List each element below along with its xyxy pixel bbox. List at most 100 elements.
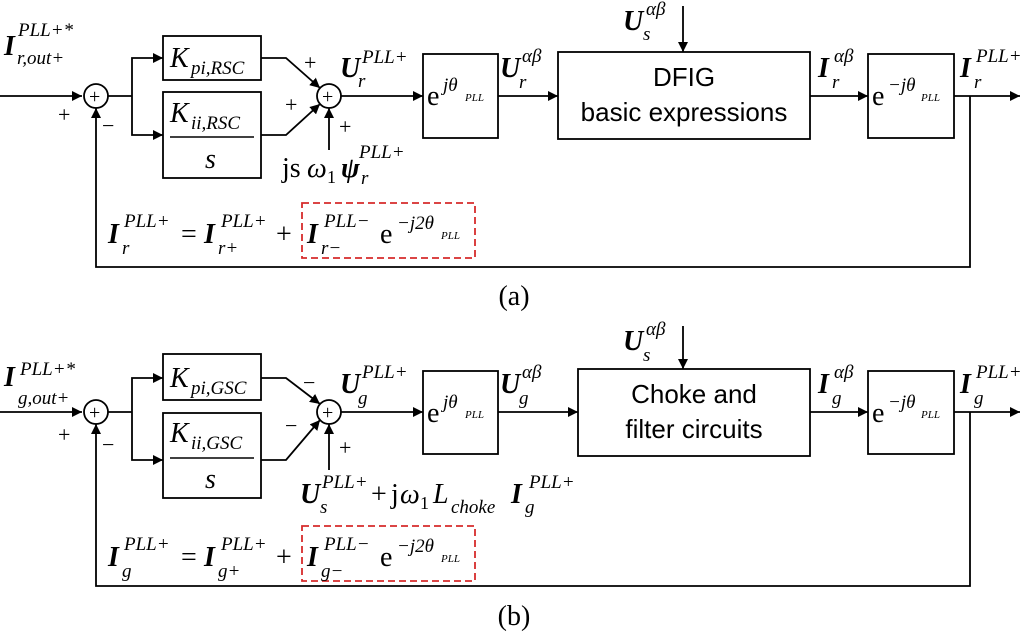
rot-neg-block bbox=[867, 370, 955, 455]
rot-neg-label: e −jθ PLL bbox=[872, 392, 940, 429]
svg-text:PLL+: PLL+ bbox=[975, 362, 1022, 383]
svg-text:g: g bbox=[832, 388, 842, 409]
svg-text:s: s bbox=[205, 144, 216, 175]
svg-text:PLL+: PLL+ bbox=[361, 47, 408, 68]
svg-text:pi,GSC: pi,GSC bbox=[189, 378, 247, 399]
svg-text:r,out+: r,out+ bbox=[17, 48, 64, 69]
svg-text:r−: r− bbox=[321, 238, 341, 259]
svg-text:I: I bbox=[306, 542, 319, 573]
svg-text:K: K bbox=[169, 363, 190, 394]
svg-text:PLL: PLL bbox=[464, 92, 484, 104]
ref-current-label: I PLL+* g,out+ bbox=[3, 359, 76, 409]
svg-text:g: g bbox=[525, 497, 535, 518]
svg-text:j: j bbox=[390, 479, 399, 510]
panel-b: I PLL+* g,out+ + + − K pi,GSC K ii,GSC s… bbox=[0, 319, 1022, 632]
svg-text:r: r bbox=[832, 72, 840, 93]
svg-text:I: I bbox=[203, 219, 216, 250]
svg-text:I: I bbox=[817, 53, 830, 84]
to-ki-wire bbox=[131, 412, 163, 465]
main-block-line1: DFIG bbox=[653, 62, 715, 92]
svg-text:s: s bbox=[643, 345, 650, 366]
sign-minus: − bbox=[102, 432, 114, 457]
sign-plus: + bbox=[58, 102, 70, 127]
svg-text:K: K bbox=[169, 98, 190, 129]
main-block-line1: Choke and bbox=[631, 379, 757, 409]
svg-text:s: s bbox=[205, 464, 216, 495]
sign-minus: − bbox=[285, 413, 297, 438]
svg-text:g−: g− bbox=[321, 561, 343, 582]
svg-text:I: I bbox=[3, 31, 16, 62]
svg-text:−j2θ: −j2θ bbox=[397, 536, 434, 557]
feedforward-label: js ω 1 ψ r PLL+ bbox=[281, 142, 405, 189]
svg-text:PLL+*: PLL+* bbox=[19, 359, 76, 380]
sign-plus: + bbox=[285, 92, 297, 117]
svg-text:PLL+: PLL+ bbox=[358, 142, 405, 163]
svg-text:jθ: jθ bbox=[440, 392, 458, 413]
sign-plus: + bbox=[304, 50, 316, 75]
svg-text:αβ: αβ bbox=[834, 362, 854, 383]
svg-text:−jθ: −jθ bbox=[888, 392, 915, 413]
svg-text:−jθ: −jθ bbox=[888, 75, 915, 96]
svg-text:PLL: PLL bbox=[440, 230, 460, 242]
svg-text:U: U bbox=[623, 326, 645, 357]
us-ab-label: U s αβ bbox=[623, 319, 666, 366]
ki-out-wire bbox=[261, 103, 321, 136]
svg-text:g: g bbox=[974, 388, 984, 409]
kp-label: K pi,RSC bbox=[169, 43, 245, 79]
junction-plus-sign: + bbox=[322, 402, 333, 424]
rot-pos-label: e jθ PLL bbox=[427, 75, 484, 112]
svg-text:U: U bbox=[623, 6, 645, 37]
feedback-equation: I g PLL+ = I g+ PLL+ + bbox=[107, 534, 292, 582]
svg-text:r: r bbox=[974, 72, 982, 93]
rot-pos-block bbox=[422, 370, 499, 455]
svg-text:g: g bbox=[519, 388, 529, 409]
svg-text:L: L bbox=[432, 479, 449, 510]
i-out-label: I r PLL+ bbox=[959, 46, 1022, 93]
i-out-label: I g PLL+ bbox=[959, 362, 1022, 409]
svg-text:U: U bbox=[300, 479, 322, 510]
svg-text:PLL: PLL bbox=[920, 409, 940, 421]
svg-text:PLL+*: PLL+* bbox=[17, 20, 74, 41]
negative-sequence-term: I r− PLL− e −j2θ PLL bbox=[306, 211, 460, 259]
ki-label: K ii,GSC s bbox=[169, 418, 254, 495]
svg-text:e: e bbox=[380, 219, 392, 250]
svg-text:r: r bbox=[519, 72, 527, 93]
svg-text:αβ: αβ bbox=[522, 46, 542, 67]
svg-text:r: r bbox=[358, 71, 366, 92]
rot-pos-label: e jθ PLL bbox=[427, 392, 484, 429]
sign-minus: − bbox=[303, 370, 315, 395]
svg-text:U: U bbox=[340, 53, 362, 84]
sign-plus: + bbox=[339, 435, 351, 460]
sign-plus: + bbox=[58, 422, 70, 447]
svg-text:PLL: PLL bbox=[920, 92, 940, 104]
svg-text:K: K bbox=[169, 43, 190, 74]
ki-block bbox=[162, 91, 262, 179]
svg-text:PLL: PLL bbox=[464, 409, 484, 421]
svg-text:K: K bbox=[169, 418, 190, 449]
svg-text:I: I bbox=[959, 53, 972, 84]
svg-text:PLL+: PLL+ bbox=[321, 472, 368, 493]
svg-text:e: e bbox=[427, 398, 439, 429]
svg-text:PLL−: PLL− bbox=[323, 211, 370, 232]
svg-text:+: + bbox=[276, 219, 292, 250]
junction-plus-sign: + bbox=[322, 86, 333, 108]
kp-block bbox=[162, 353, 262, 401]
svg-text:U: U bbox=[340, 369, 362, 400]
negative-sequence-term: I g− PLL− e −j2θ PLL bbox=[306, 534, 460, 582]
svg-text:PLL−: PLL− bbox=[323, 534, 370, 555]
u-ab-label: U g αβ bbox=[500, 362, 542, 409]
svg-text:ψ: ψ bbox=[341, 153, 360, 184]
feedback-equation: I r PLL+ = I r+ PLL+ + bbox=[107, 211, 292, 259]
i-ab-label: I r αβ bbox=[817, 46, 854, 93]
kp-label: K pi,GSC bbox=[169, 363, 247, 399]
svg-text:PLL+: PLL+ bbox=[528, 472, 575, 493]
svg-text:PLL+: PLL+ bbox=[361, 362, 408, 383]
to-ki-wire bbox=[131, 96, 163, 140]
svg-text:ω: ω bbox=[400, 479, 420, 510]
svg-text:I: I bbox=[203, 542, 216, 573]
svg-text:r: r bbox=[122, 238, 130, 259]
svg-text:PLL+: PLL+ bbox=[220, 534, 267, 555]
svg-text:ω: ω bbox=[307, 153, 327, 184]
to-kp-wire bbox=[131, 53, 163, 96]
